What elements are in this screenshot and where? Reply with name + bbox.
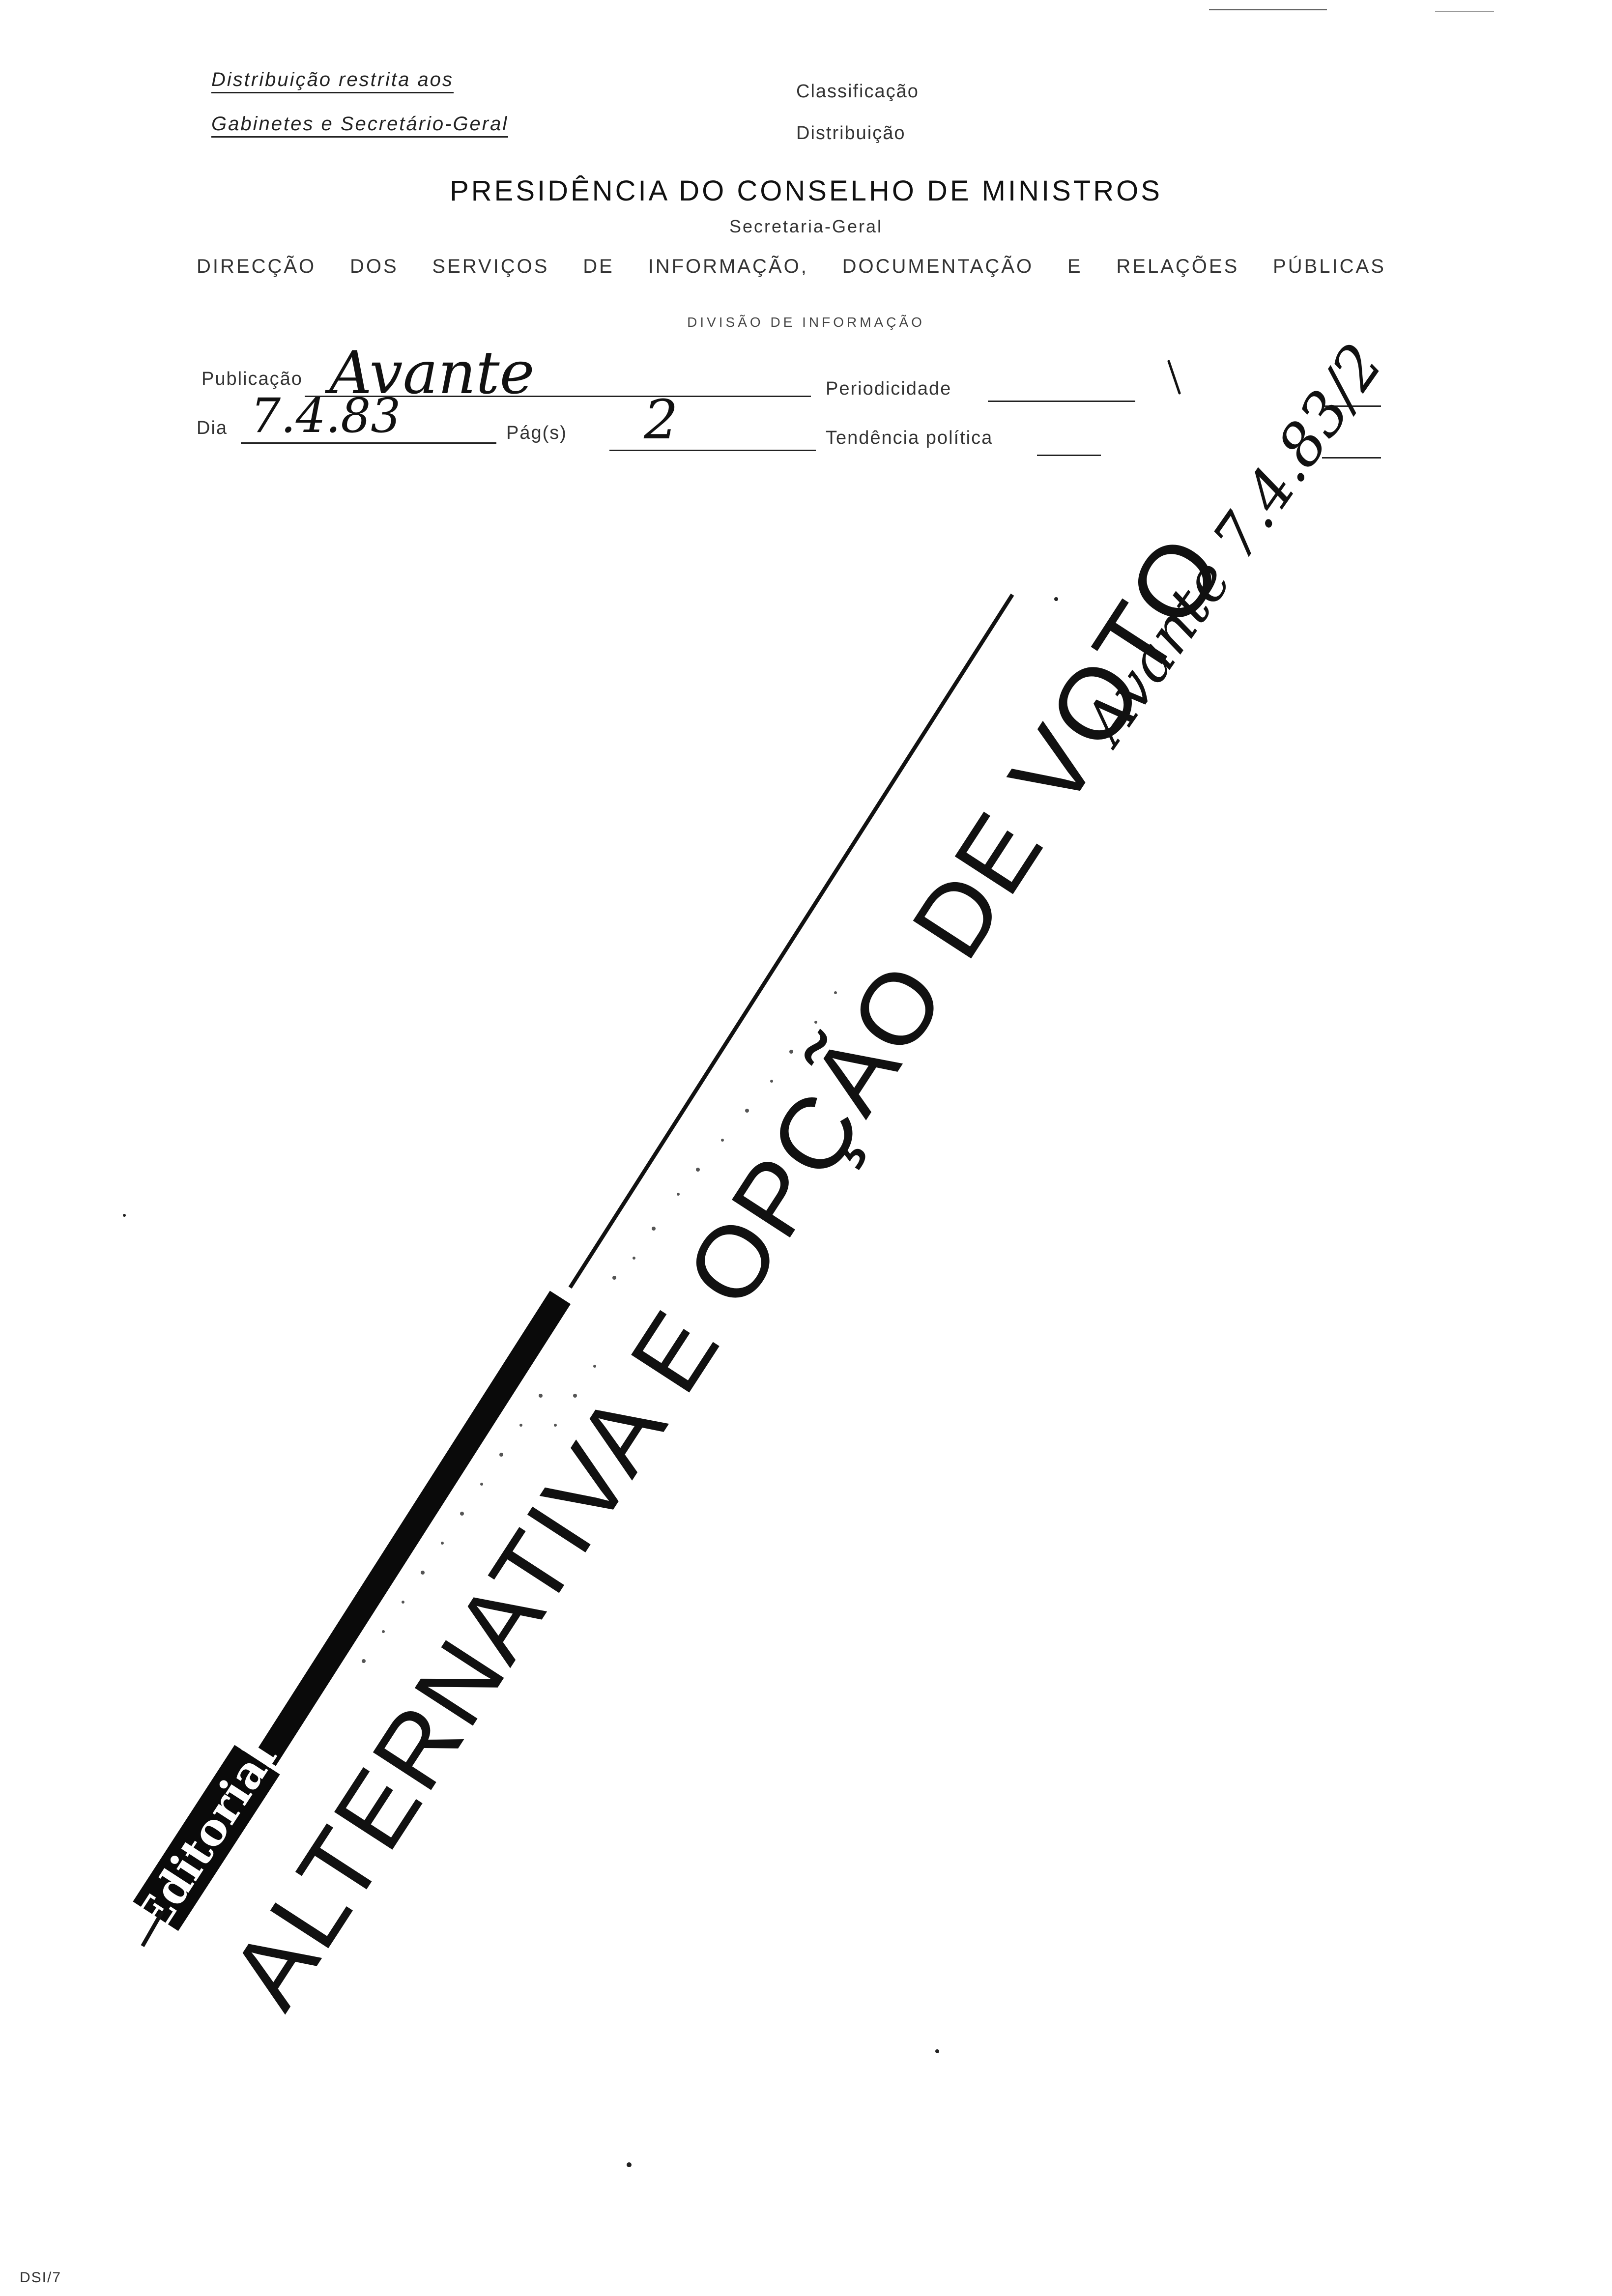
day-line bbox=[241, 442, 496, 444]
direction-line: DIRECÇÃO DOS SERVIÇOS DE INFORMAÇÃO, DOC… bbox=[197, 256, 1386, 278]
headline-group: ALTERNATIVA E OPÇÃO DE VOTO bbox=[209, 515, 1245, 2027]
direction-word: DE bbox=[583, 256, 614, 277]
day-label: Dia bbox=[197, 418, 228, 438]
stray-mark bbox=[627, 2162, 632, 2167]
diagonal-rule bbox=[568, 593, 1014, 1289]
direction-word: PÚBLICAS bbox=[1273, 256, 1386, 277]
footer-code: DSI/7 bbox=[20, 2269, 62, 2286]
secretariat-subtitle: Secretaria-Geral bbox=[729, 216, 883, 236]
direction-word: RELAÇÕES bbox=[1116, 256, 1239, 277]
stray-mark bbox=[935, 2049, 939, 2053]
restricted-distribution-line1: Distribuição restrita aos bbox=[211, 69, 454, 93]
restricted-distribution-line2: Gabinetes e Secretário-Geral bbox=[211, 113, 509, 138]
scan-line bbox=[1435, 11, 1494, 12]
pages-line bbox=[609, 450, 816, 451]
day-handwritten: 7.4.83 bbox=[251, 388, 401, 443]
presidency-title: PRESIDÊNCIA DO CONSELHO DE MINISTROS bbox=[450, 175, 1162, 207]
editorial-tag-box bbox=[133, 1745, 280, 1931]
handwritten-note-group: Avante 7.4.83/2 bbox=[1068, 332, 1396, 759]
periodicity-line bbox=[988, 401, 1135, 402]
tendency-label: Tendência política bbox=[826, 428, 993, 448]
diagonal-tail bbox=[141, 1911, 164, 1947]
direction-word: DOS bbox=[349, 256, 399, 277]
distribution-label: Distribuição bbox=[796, 123, 906, 144]
stray-mark bbox=[1054, 597, 1058, 601]
classification-label: Classificação bbox=[796, 81, 919, 102]
publication-line bbox=[305, 396, 811, 397]
stray-mark bbox=[123, 1214, 126, 1217]
handwritten-note: Avante 7.4.83/2 bbox=[1068, 332, 1396, 759]
publication-handwritten: Avante bbox=[329, 339, 535, 407]
division-subtitle: DIVISÃO DE INFORMAÇÃO bbox=[687, 315, 925, 330]
direction-word: SERVIÇOS bbox=[432, 256, 549, 277]
direction-word: INFORMAÇÃO, bbox=[648, 256, 808, 277]
direction-word: DIRECÇÃO bbox=[197, 256, 317, 277]
pages-label: Pág(s) bbox=[506, 423, 567, 443]
pages-handwritten: 2 bbox=[644, 388, 678, 451]
right-margin-line bbox=[1322, 457, 1381, 459]
halftone-speckles bbox=[362, 991, 837, 1663]
direction-word: E bbox=[1067, 256, 1083, 277]
direction-word: DOCUMENTAÇÃO bbox=[842, 256, 1034, 277]
diagonal-black-bar bbox=[255, 1291, 571, 1766]
publication-label: Publicação bbox=[202, 369, 303, 389]
periodicity-label: Periodicidade bbox=[826, 378, 952, 399]
right-margin-line bbox=[1322, 405, 1381, 407]
tendency-line bbox=[1037, 455, 1101, 456]
scan-line bbox=[1209, 9, 1327, 10]
article-headline: ALTERNATIVA E OPÇÃO DE VOTO bbox=[209, 515, 1245, 2027]
tick-mark-icon bbox=[1167, 360, 1181, 395]
